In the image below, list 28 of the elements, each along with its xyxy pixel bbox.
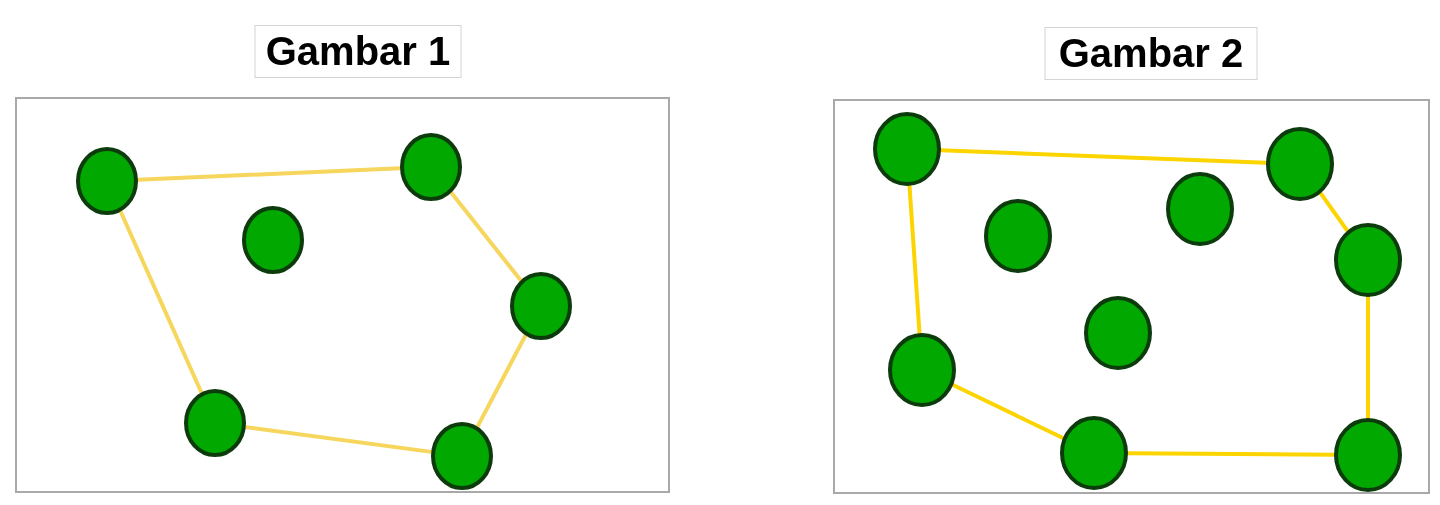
point-circle: [76, 147, 138, 215]
figure-title: Gambar 2: [1044, 27, 1258, 80]
point-circle: [1266, 127, 1334, 201]
point-circle: [400, 133, 462, 201]
hull-line: [1126, 451, 1336, 457]
point-circle: [888, 333, 956, 407]
hull-line: [449, 190, 523, 283]
point-circle: [1060, 416, 1128, 490]
hull-line: [243, 425, 434, 454]
hull-line: [475, 333, 528, 429]
point-circle: [984, 199, 1052, 273]
hull-line: [136, 166, 402, 182]
hull-line: [907, 183, 922, 336]
hull-line: [118, 209, 204, 395]
point-circle: [431, 422, 493, 490]
hull-line: [1366, 295, 1370, 420]
point-circle: [1166, 172, 1234, 246]
point-circle: [510, 272, 572, 340]
figure-title: Gambar 1: [254, 25, 462, 78]
point-circle: [242, 206, 304, 274]
hull-line: [951, 383, 1065, 440]
hull-line: [939, 148, 1268, 165]
point-circle: [184, 389, 246, 457]
point-circle: [873, 112, 941, 186]
point-circle: [1084, 296, 1152, 370]
point-circle: [1334, 223, 1402, 297]
point-circle: [1334, 418, 1402, 492]
hull-line: [1318, 191, 1350, 233]
